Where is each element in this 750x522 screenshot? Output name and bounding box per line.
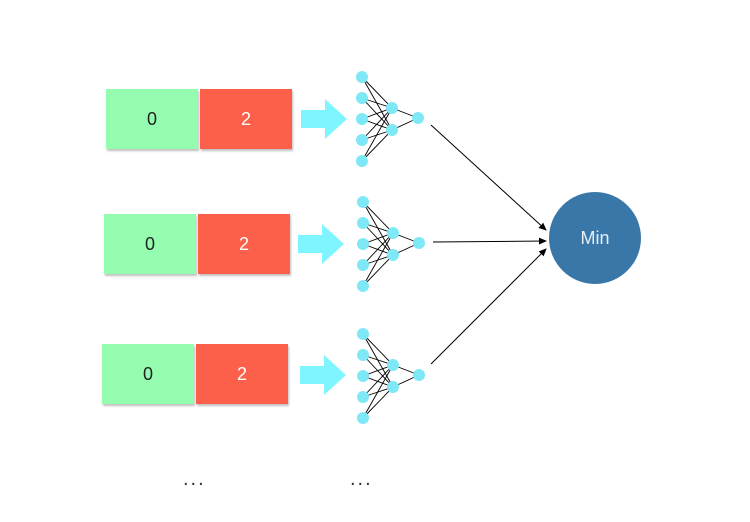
min-node-label: Min: [580, 227, 610, 248]
network-edge: [362, 254, 394, 287]
hidden-neuron: [386, 124, 398, 136]
network-edge: [362, 364, 394, 419]
hidden-neuron: [387, 227, 399, 239]
row-3-arrow-icon: [300, 355, 346, 395]
output-neuron: [413, 237, 425, 249]
network-edge: [361, 76, 393, 109]
input-neuron: [357, 280, 369, 292]
network-edge: [362, 232, 394, 266]
network-edge: [362, 364, 394, 398]
network-edge: [362, 386, 394, 419]
connector-arrow-2: [432, 237, 547, 245]
input-neuron: [356, 92, 368, 104]
network-edge: [362, 222, 394, 256]
input-neuron: [356, 134, 368, 146]
row-2-left-cell: 0: [104, 214, 196, 274]
row-3-left-cell: 0: [102, 344, 194, 404]
network-edge: [362, 354, 394, 388]
row-2-arrow-icon: [298, 224, 344, 264]
output-neuron: [412, 112, 424, 124]
neural-network-2: [357, 196, 425, 292]
input-neuron: [357, 238, 369, 250]
output-neuron: [413, 369, 425, 381]
network-edge: [361, 129, 393, 162]
hidden-neuron: [387, 381, 399, 393]
network-edge: [362, 201, 394, 234]
row-1-arrow-icon: [301, 99, 347, 139]
input-neuron: [356, 113, 368, 125]
network-edge: [361, 107, 393, 162]
row-2-right-cell: 2: [198, 214, 290, 274]
connector-arrow-1: [430, 124, 547, 231]
input-neuron: [357, 259, 369, 271]
neural-network-3: [357, 328, 425, 424]
input-neuron: [357, 196, 369, 208]
hidden-neuron: [386, 102, 398, 114]
connector-arrow-3: [430, 248, 547, 365]
min-node: Min: [549, 192, 641, 284]
input-neuron: [357, 349, 369, 361]
network-edge: [362, 333, 394, 388]
ellipsis-left: ...: [183, 468, 206, 490]
input-neuron: [357, 328, 369, 340]
row-3-right-cell: 2: [196, 344, 288, 404]
row-1-left-cell: 0: [106, 89, 198, 149]
input-neuron: [356, 71, 368, 83]
network-edge: [361, 97, 393, 131]
row-1-right-cell: 2: [200, 89, 292, 149]
neural-network-1: [356, 71, 424, 167]
input-neuron: [357, 217, 369, 229]
input-neuron: [356, 155, 368, 167]
hidden-neuron: [387, 359, 399, 371]
input-neuron: [357, 412, 369, 424]
network-edge: [361, 76, 393, 131]
network-edge: [361, 107, 393, 141]
hidden-neuron: [387, 249, 399, 261]
ellipsis-right: ...: [350, 468, 373, 490]
network-edge: [362, 232, 394, 287]
network-edge: [362, 333, 394, 366]
network-edge: [362, 201, 394, 256]
input-neuron: [357, 370, 369, 382]
input-neuron: [357, 391, 369, 403]
